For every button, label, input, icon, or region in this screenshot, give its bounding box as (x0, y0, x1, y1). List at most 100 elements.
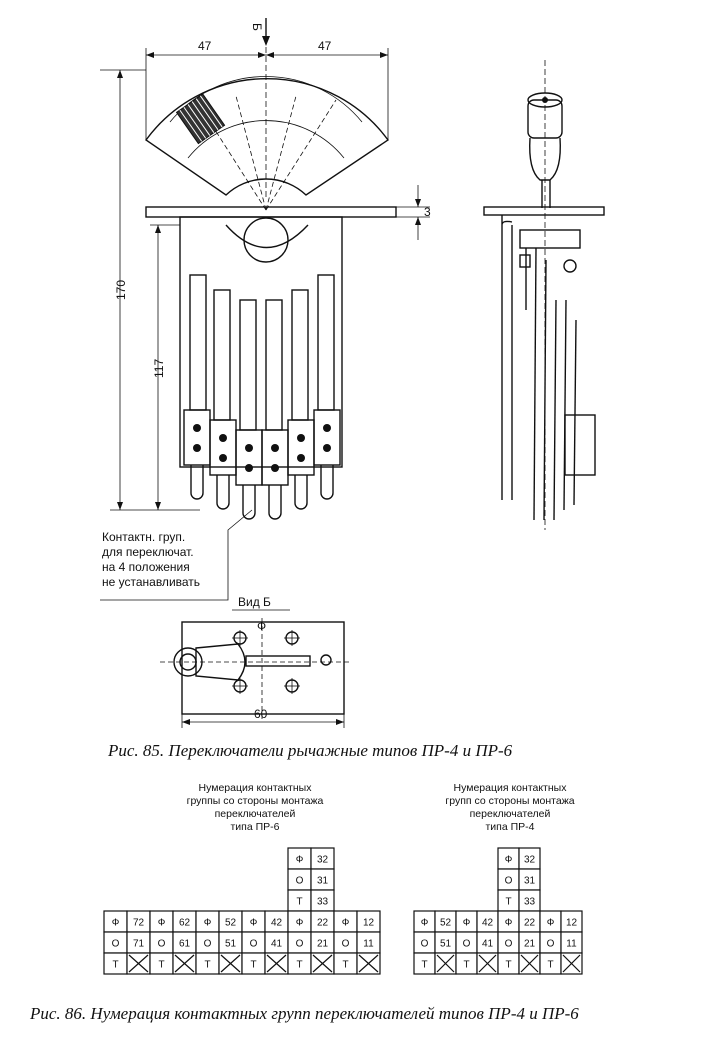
fig85-caption: Рис. 85. Переключатели рычажные типов ПР… (107, 741, 513, 760)
pr4-cell-r0-c4-text: Ф (505, 918, 513, 929)
fig86-caption: Рис. 86. Нумерация контактных групп пере… (29, 1004, 579, 1023)
pr6-cell-r0-c6-text: Ф (250, 918, 258, 929)
pr4-cell-r0-c6-text: Ф (547, 918, 555, 929)
pr4-numbering: Нумерация контактных групп со стороны мо… (413, 782, 583, 975)
dim-plate-3: 3 (424, 205, 431, 219)
pr6-cell-r2-c11-cross (358, 954, 379, 973)
pr6-cell-r1-c2-text: О (158, 939, 166, 950)
pr6-cell-top-r0-c0-text: Ф (296, 855, 304, 866)
view-b-label: Вид Б (238, 595, 271, 609)
pr4-cell-top-r2-c1-text: 33 (524, 897, 536, 908)
pr6-title-4: типа ПР-6 (230, 821, 279, 833)
pr6-cell-r1-c3-text: 61 (179, 939, 191, 950)
pr4-cell-r1-c1-text: 51 (440, 939, 452, 950)
pr4-cell-top-r1-c1-text: 31 (524, 876, 536, 887)
pr6-cell-top-r2-c0-text: Т (296, 897, 302, 908)
callout-line-1: Контактн. груп. (102, 530, 185, 544)
pr6-cell-r2-c1-cross (128, 954, 149, 973)
pr6-cell-top-r2-c1-text: 33 (317, 897, 329, 908)
pr6-cell-r0-c0-text: Ф (112, 918, 120, 929)
pr6-cell-r1-c11-text: 11 (363, 939, 374, 950)
pr6-cell-r2-c10-text: Т (342, 960, 348, 971)
pr6-cell-r0-c7-text: 42 (271, 918, 283, 929)
dim-height-117: 117 (152, 359, 166, 378)
phi-mark: Ф (257, 619, 266, 633)
pr4-title-2: групп со стороны монтажа (445, 795, 574, 807)
pr4-cell-r2-c0-text: Т (421, 960, 427, 971)
pr6-title-3: переключателей (215, 808, 296, 820)
callout-line-3: на 4 положения (102, 560, 190, 574)
view-arrow-label: Б (250, 23, 264, 31)
pr4-cell-r1-c6-text: О (547, 939, 555, 950)
callout-line-2: для переключат. (102, 545, 194, 559)
pr4-cell-r2-c1-cross (436, 954, 455, 973)
pr6-cell-r0-c11-text: 12 (363, 918, 375, 929)
pr6-cell-r1-c9-text: 21 (317, 939, 329, 950)
pr6-cell-r1-c8-text: О (296, 939, 304, 950)
pr4-cell-r1-c4-text: О (505, 939, 513, 950)
pr4-cell-r1-c2-text: О (463, 939, 471, 950)
pr4-title-1: Нумерация контактных (454, 782, 568, 794)
front-view: 47 47 Б 3 (100, 18, 431, 601)
pr6-cell-top-r1-c1-text: 31 (317, 876, 329, 887)
pr6-numbering: Нумерация контактных группы со стороны м… (103, 782, 381, 975)
pr4-cell-r2-c4-text: Т (505, 960, 511, 971)
callout-line-4: не устанавливать (102, 575, 200, 589)
pr6-cell-r2-c7-cross (266, 954, 287, 973)
pr6-cell-r1-c10-text: О (342, 939, 350, 950)
pr6-cell-r1-c6-text: О (250, 939, 258, 950)
pr6-cell-top-r1-c0-text: О (296, 876, 304, 887)
pr4-cell-r2-c7-cross (562, 954, 581, 973)
dim-width-60: 60 (254, 707, 268, 721)
pr6-title-2: группы со стороны монтажа (187, 795, 324, 807)
pr4-cell-top-r1-c0-text: О (505, 876, 513, 887)
pr6-cell-r1-c4-text: О (204, 939, 212, 950)
pr4-cell-r0-c5-text: 22 (524, 918, 536, 929)
pr4-cell-r1-c7-text: 11 (566, 939, 577, 950)
pr6-cell-r1-c1-text: 71 (133, 939, 145, 950)
pr6-cell-r0-c3-text: 62 (179, 918, 191, 929)
pr6-cell-r1-c0-text: О (112, 939, 120, 950)
pr6-cell-r2-c5-cross (220, 954, 241, 973)
pr4-cell-r1-c3-text: 41 (482, 939, 494, 950)
pr6-cell-r0-c9-text: 22 (317, 918, 329, 929)
pr4-cell-r0-c0-text: Ф (421, 918, 429, 929)
pr4-title-3: переключателей (470, 808, 551, 820)
pr6-cell-r0-c5-text: 52 (225, 918, 237, 929)
pr4-cell-r1-c5-text: 21 (524, 939, 536, 950)
pr6-cell-r2-c4-text: Т (204, 960, 210, 971)
dim-height-170: 170 (114, 280, 128, 300)
pr4-cell-r0-c7-text: 12 (566, 918, 578, 929)
pr4-title-4: типа ПР-4 (485, 821, 534, 833)
pr4-cell-r2-c2-text: Т (463, 960, 469, 971)
pr6-cell-r0-c1-text: 72 (133, 918, 145, 929)
lever-knob (175, 93, 226, 145)
view-b: Вид Б Ф 60 (160, 595, 350, 728)
pr4-cell-r1-c0-text: О (421, 939, 429, 950)
pr4-cell-top-r0-c1-text: 32 (524, 855, 536, 866)
pr6-cell-r2-c0-text: Т (112, 960, 118, 971)
pr4-cell-r0-c1-text: 52 (440, 918, 452, 929)
pr6-title-1: Нумерация контактных (199, 782, 313, 794)
pr6-cell-r0-c4-text: Ф (204, 918, 212, 929)
pr6-cell-r2-c9-cross (312, 954, 333, 973)
dim-left-47: 47 (198, 39, 212, 53)
contact-groups (183, 274, 341, 520)
pr6-cell-r2-c3-cross (174, 954, 195, 973)
pr6-cell-r0-c2-text: Ф (158, 918, 166, 929)
pr6-cell-r0-c8-text: Ф (296, 918, 304, 929)
pr6-cell-r2-c8-text: Т (296, 960, 302, 971)
pr4-cell-r2-c5-cross (520, 954, 539, 973)
pr6-cell-r0-c10-text: Ф (342, 918, 350, 929)
dim-right-47: 47 (318, 39, 332, 53)
pr4-cell-top-r0-c0-text: Ф (505, 855, 513, 866)
pr6-cell-r2-c6-text: Т (250, 960, 256, 971)
pr4-cell-top-r2-c0-text: Т (505, 897, 511, 908)
pr4-cell-r2-c6-text: Т (547, 960, 553, 971)
pr4-cell-r0-c2-text: Ф (463, 918, 471, 929)
side-view (483, 60, 605, 530)
pr4-cell-r0-c3-text: 42 (482, 918, 494, 929)
pr6-cell-r1-c5-text: 51 (225, 939, 237, 950)
pr6-cell-top-r0-c1-text: 32 (317, 855, 329, 866)
